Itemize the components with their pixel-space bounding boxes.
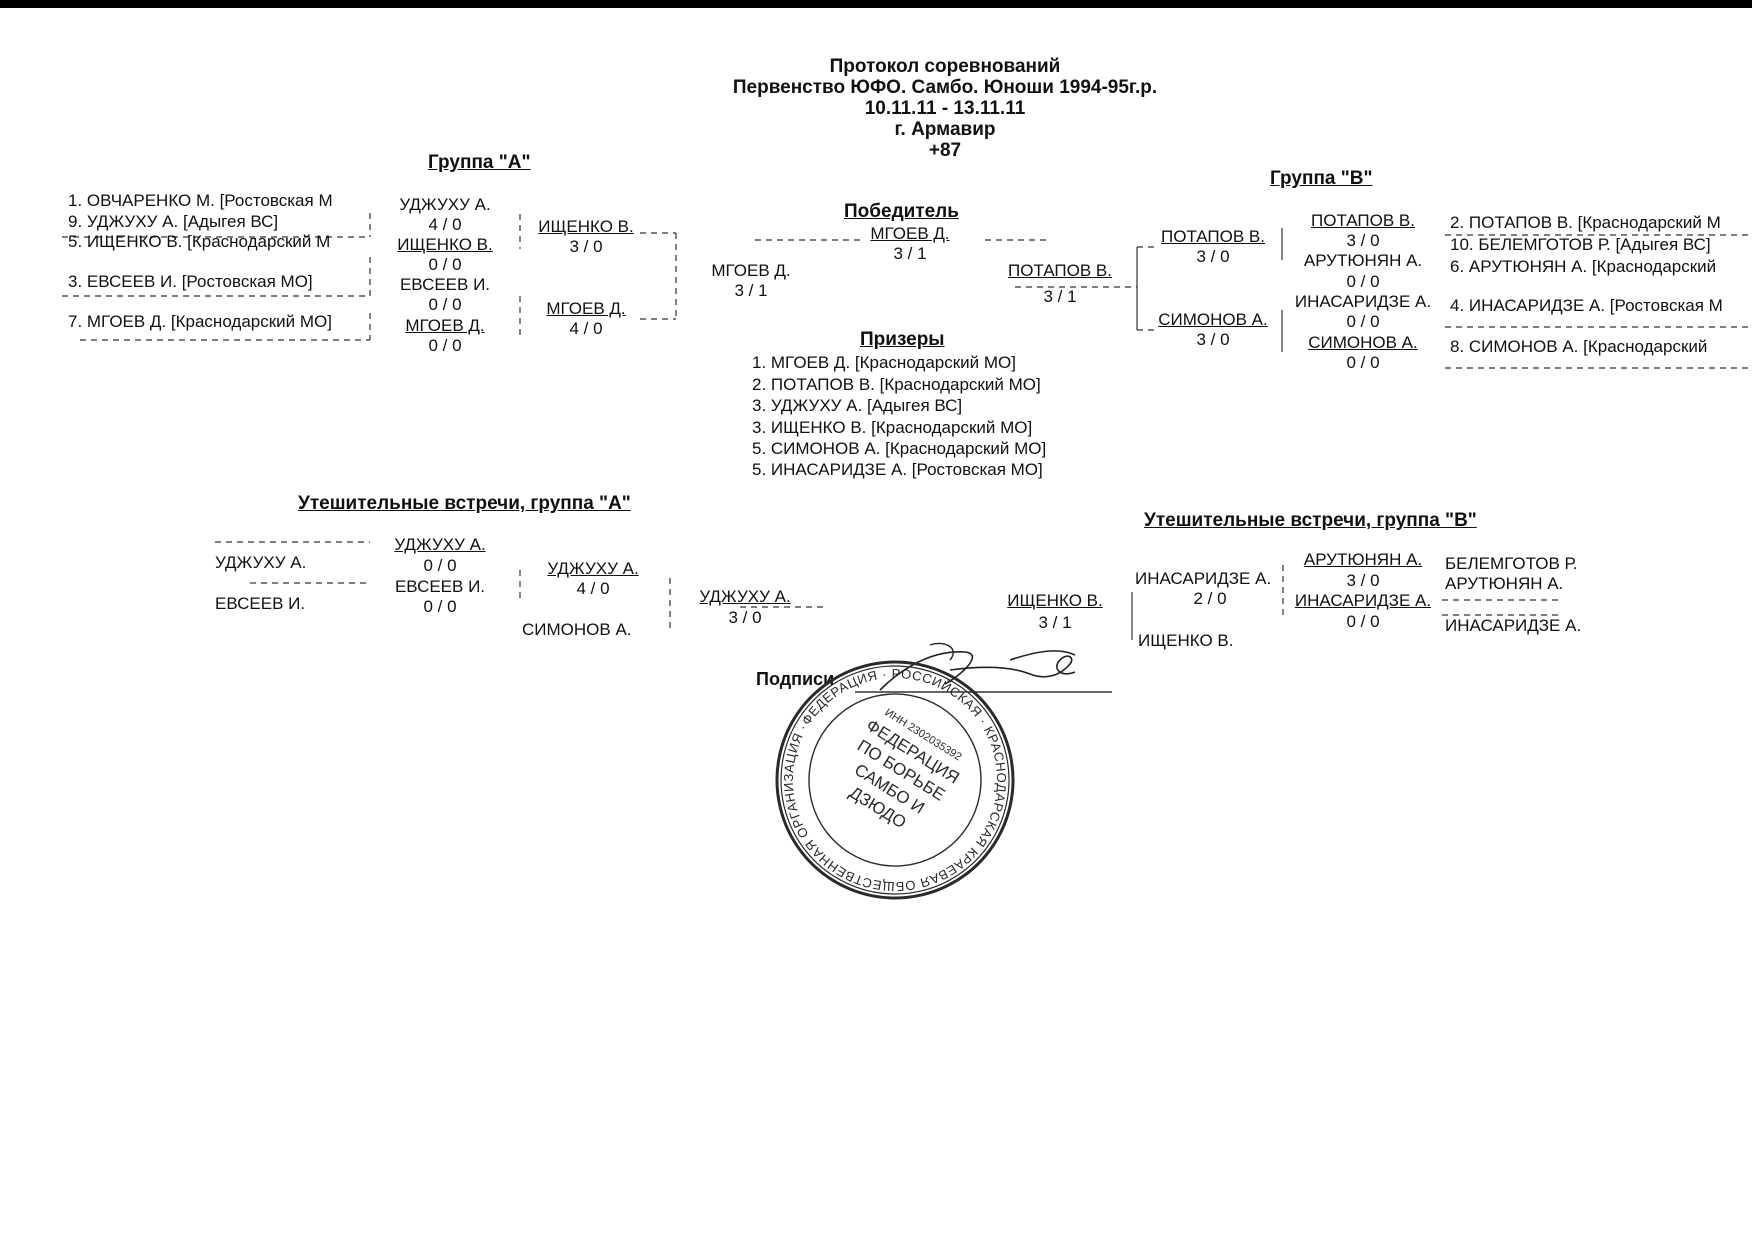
group-b-r1-name: СИМОНОВ А.	[1308, 333, 1418, 352]
group-a-r1-name: ЕВСЕЕВ И.	[399, 275, 491, 294]
prize-item: 1. МГОЕВ Д. [Краснодарский МО]	[752, 353, 1016, 372]
svg-text:ФЕДЕРАЦИЯ · РОССИЙСКАЯ · КРАСН: ФЕДЕРАЦИЯ · РОССИЙСКАЯ · КРАСНОДАРСКАЯ К…	[71, 0, 1412, 937]
consolation-a-r1-score: 0 / 0	[423, 597, 457, 616]
stamp-outer-text: ФЕДЕРАЦИЯ · РОССИЙСКАЯ · КРАСНОДАРСКАЯ К…	[71, 0, 1412, 937]
group-a-final-score: 3 / 1	[734, 281, 768, 300]
group-a-r1-name: МГОЕВ Д.	[405, 316, 485, 335]
group-b-entry: 4. ИНАСАРИДЗЕ А. [Ростовская М	[1450, 296, 1723, 315]
group-a-r1-score: 0 / 0	[428, 336, 462, 355]
prize-item: 5. СИМОНОВ А. [Краснодарский МО]	[752, 439, 1047, 458]
consolation-a-entrant: СИМОНОВ А.	[522, 620, 632, 639]
group-b-r2-score: 3 / 0	[1196, 330, 1230, 349]
consolation-a-final-score: 3 / 0	[728, 608, 762, 627]
group-a-entry: 7. МГОЕВ Д. [Краснодарский МО]	[68, 312, 332, 331]
group-b-final-score: 3 / 1	[1043, 287, 1077, 306]
consolation-a-title: Утешительные встречи, группа "А"	[298, 493, 631, 514]
winner-score: 3 / 1	[893, 244, 927, 263]
group-a-title: Группа "А"	[428, 152, 531, 173]
group-a-r1-name: ИЩЕНКО В.	[397, 235, 493, 254]
winner-title: Победитель	[844, 201, 959, 222]
group-a-r2-score: 4 / 0	[569, 319, 603, 338]
consolation-b-entrant: АРУТЮНЯН А.	[1445, 574, 1564, 593]
protocol-title: Протокол соревнований	[829, 56, 1061, 77]
consolation-a-r2-name: УДЖУХУ А.	[547, 559, 639, 578]
group-b-r1-score: 0 / 0	[1346, 312, 1380, 331]
group-a-entry: 3. ЕВСЕЕВ И. [Ростовская МО]	[68, 272, 313, 291]
consolation-b-r1-score: 3 / 0	[1346, 571, 1380, 590]
consolation-b-entrant: ИЩЕНКО В.	[1138, 631, 1234, 650]
group-b-r1-score: 0 / 0	[1346, 353, 1380, 372]
consolation-b-entrant: БЕЛЕМГОТОВ Р.	[1445, 554, 1578, 573]
group-b-r2-score: 3 / 0	[1196, 247, 1230, 266]
consolation-a-final-name: УДЖУХУ А.	[699, 587, 791, 606]
consolation-a-r1-score: 0 / 0	[423, 556, 457, 575]
group-a-entry: 9. УДЖУХУ А. [Адыгея ВС]	[68, 212, 279, 231]
consolation-b-mid-name: ИНАСАРИДЗЕ А.	[1135, 569, 1272, 588]
group-a-r1-score: 0 / 0	[428, 255, 462, 274]
group-b-entry: 2. ПОТАПОВ В. [Краснодарский М	[1450, 213, 1721, 232]
group-a-entry: 5. ИЩЕНКО В. [Краснодарский М	[68, 232, 331, 251]
consolation-a-r2-score: 4 / 0	[576, 579, 610, 598]
consolation-a-r1-name: ЕВСЕЕВ И.	[394, 577, 486, 596]
prize-item: 3. УДЖУХУ А. [Адыгея ВС]	[752, 396, 963, 415]
prize-item: 3. ИЩЕНКО В. [Краснодарский МО]	[752, 418, 1033, 437]
prize-item: 5. ИНАСАРИДЗЕ А. [Ростовская МО]	[752, 460, 1043, 479]
group-b-entry: 6. АРУТЮНЯН А. [Краснодарский	[1450, 257, 1717, 276]
group-b-title: Группа "В"	[1270, 168, 1373, 189]
group-a-r2-score: 3 / 0	[569, 237, 603, 256]
group-a-r1-name: УДЖУХУ А.	[399, 195, 491, 214]
consolation-a-entrant: УДЖУХУ А.	[215, 553, 307, 572]
winner-name: МГОЕВ Д.	[870, 224, 950, 243]
consolation-b-final-name: ИЩЕНКО В.	[1007, 591, 1103, 610]
group-a-r1-score: 4 / 0	[428, 215, 462, 234]
scan-top-edge	[0, 0, 1752, 8]
competition-dates: 10.11.11 - 13.11.11	[864, 98, 1026, 119]
group-b-r2-name: ПОТАПОВ В.	[1161, 227, 1265, 246]
group-b-entry: 10. БЕЛЕМГОТОВ Р. [Адыгея ВС]	[1450, 235, 1711, 254]
consolation-a-entrant: ЕВСЕЕВ И.	[215, 594, 306, 613]
competition-city: г. Армавир	[894, 119, 996, 140]
consolation-a-r1-name: УДЖУХУ А.	[394, 535, 486, 554]
group-a-r1-score: 0 / 0	[428, 295, 462, 314]
consolation-b-entrant: ИНАСАРИДЗЕ А.	[1445, 616, 1582, 635]
signatures-label: Подписи	[756, 669, 835, 689]
prizes-title: Призеры	[860, 329, 945, 350]
group-a-r2-name: МГОЕВ Д.	[546, 299, 626, 318]
consolation-b-final-score: 3 / 1	[1038, 613, 1072, 632]
group-b-entry: 8. СИМОНОВ А. [Краснодарский	[1450, 337, 1708, 356]
weight-class: +87	[928, 140, 962, 161]
consolation-b-r1-score: 0 / 0	[1346, 612, 1380, 631]
group-b-final-name: ПОТАПОВ В.	[1008, 261, 1112, 280]
group-b-r1-name: ИНАСАРИДЗЕ А.	[1294, 292, 1432, 311]
consolation-b-title: Утешительные встречи, группа "В"	[1144, 510, 1477, 531]
consolation-b-r1-name: АРУТЮНЯН А.	[1303, 550, 1423, 569]
group-b-r1-name: АРУТЮНЯН А.	[1303, 251, 1423, 270]
competition-title: Первенство ЮФО. Самбо. Юноши 1994-95г.р.	[732, 77, 1158, 98]
group-b-r1-score: 0 / 0	[1346, 272, 1380, 291]
consolation-b-r1-name: ИНАСАРИДЗЕ А.	[1294, 591, 1432, 610]
group-b-r2-name: СИМОНОВ А.	[1158, 310, 1268, 329]
consolation-b-mid-score: 2 / 0	[1193, 589, 1227, 608]
group-b-r1-score: 3 / 0	[1346, 231, 1380, 250]
group-a-entry: 1. ОВЧАРЕНКО М. [Ростовская М	[68, 191, 333, 210]
prize-item: 2. ПОТАПОВ В. [Краснодарский МО]	[752, 375, 1041, 394]
group-a-final-name: МГОЕВ Д.	[711, 261, 791, 280]
group-a-r2-name: ИЩЕНКО В.	[538, 217, 634, 236]
group-b-r1-name: ПОТАПОВ В.	[1311, 211, 1415, 230]
